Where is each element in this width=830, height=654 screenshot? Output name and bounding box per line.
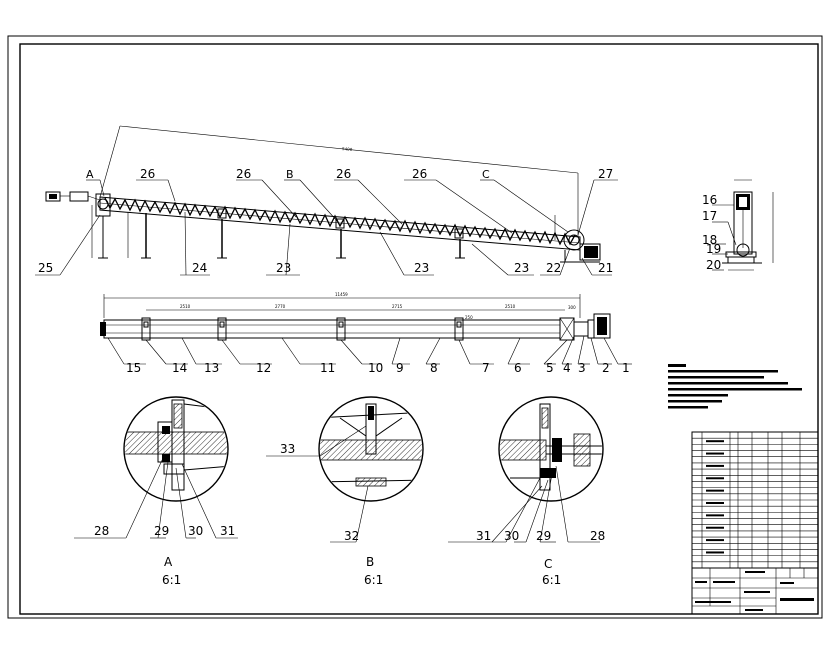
dim-segment-1: 2510 [180,304,191,309]
callout-3: 3 [578,361,586,375]
parts-list-text-mark [706,464,724,467]
callout-11: 11 [320,361,335,375]
callout-12: 12 [256,361,271,375]
callout-10: 10 [368,361,383,375]
parts-list-text-mark [706,502,724,504]
detail-b-scale: 6:1 [364,573,383,587]
dim-segment-3: 2715 [392,304,403,309]
side-view: 16 17 18 19 20 [702,179,774,272]
callout-23-b: 23 [414,261,429,275]
callout-18: 18 [702,233,717,247]
callout-26-d: 26 [412,167,427,181]
dim-segment-6: 300 [568,305,576,310]
inner-border [19,43,819,615]
detail-c-scale: 6:1 [542,573,561,587]
detail-b-letter: B [366,555,374,569]
callout-4: 4 [563,361,571,375]
callout-29-a: 29 [154,524,169,538]
callout-28-c: 28 [590,529,605,543]
view-label-c-top: C [482,168,490,181]
callout-8: 8 [430,361,438,375]
conveyor-trough [99,196,581,251]
callout-30-a: 30 [188,524,203,538]
screw-flight [104,197,576,246]
callout-26-a: 26 [140,167,155,181]
callout-26-b: 26 [236,167,251,181]
callout-33: 33 [280,442,295,456]
callout-22: 22 [546,261,561,275]
total-plan-dim: 11459 [335,292,348,297]
callout-30-c: 30 [504,529,519,543]
plan-trough [103,319,561,339]
callout-13: 13 [204,361,219,375]
parts-list-text-mark [706,526,724,529]
parts-list-text-mark [706,514,724,517]
callout-29-c: 29 [536,529,551,543]
callout-19: 19 [706,242,721,256]
plan-view: 11459 2510 2770 2715 2510 250 300 [100,292,632,375]
callout-31-c: 31 [476,529,491,543]
view-label-a-top: A [86,168,94,181]
callout-17: 17 [702,209,717,223]
callout-9: 9 [396,361,404,375]
callout-16: 16 [702,193,717,207]
callout-31-a: 31 [220,524,235,538]
parts-list-text-mark [706,477,724,480]
title-block [691,567,819,615]
parts-list-text-mark [706,440,724,443]
detail-a-scale: 6:1 [162,573,181,587]
dim-segment-5: 250 [465,315,473,320]
callout-26-c: 26 [336,167,351,181]
elevation-view: 5400 [35,125,618,276]
callout-1: 1 [622,361,630,375]
callout-2: 2 [602,361,610,375]
callout-24: 24 [192,261,207,275]
plan-motor [593,313,611,339]
callout-5: 5 [546,361,554,375]
callout-23-a: 23 [276,261,291,275]
detail-view-a: 28 29 30 31 A 6:1 [74,396,238,587]
parts-list-text-mark [706,489,724,492]
technical-notes [668,364,802,409]
callout-6: 6 [514,361,522,375]
callout-23-c: 23 [514,261,529,275]
callout-7: 7 [482,361,490,375]
callout-15: 15 [126,361,141,375]
parts-list [691,431,819,569]
parts-list-text-mark [706,452,724,455]
callout-27: 27 [598,167,613,181]
overall-length-dim: 5400 [342,146,353,152]
inlet-hopper-icon [45,191,61,202]
dim-segment-2: 2770 [275,304,286,309]
callout-25: 25 [38,261,53,275]
callout-20: 20 [706,258,721,272]
detail-c-letter: C [544,557,552,571]
detail-a-letter: A [164,555,173,569]
view-label-b-top: B [286,168,294,181]
drive-motor [584,246,598,258]
callout-21: 21 [598,261,613,275]
callout-14: 14 [172,361,187,375]
detail-view-c: 31 30 29 28 C 6:1 [448,396,605,587]
callout-32: 32 [344,529,359,543]
parts-list-text-mark [706,551,724,554]
dim-segment-4: 2510 [505,304,516,309]
detail-view-b: 33 32 B 6:1 [266,396,424,587]
parts-list-text-mark [706,539,724,542]
outer-border [7,35,823,619]
callout-28-a: 28 [94,524,109,538]
